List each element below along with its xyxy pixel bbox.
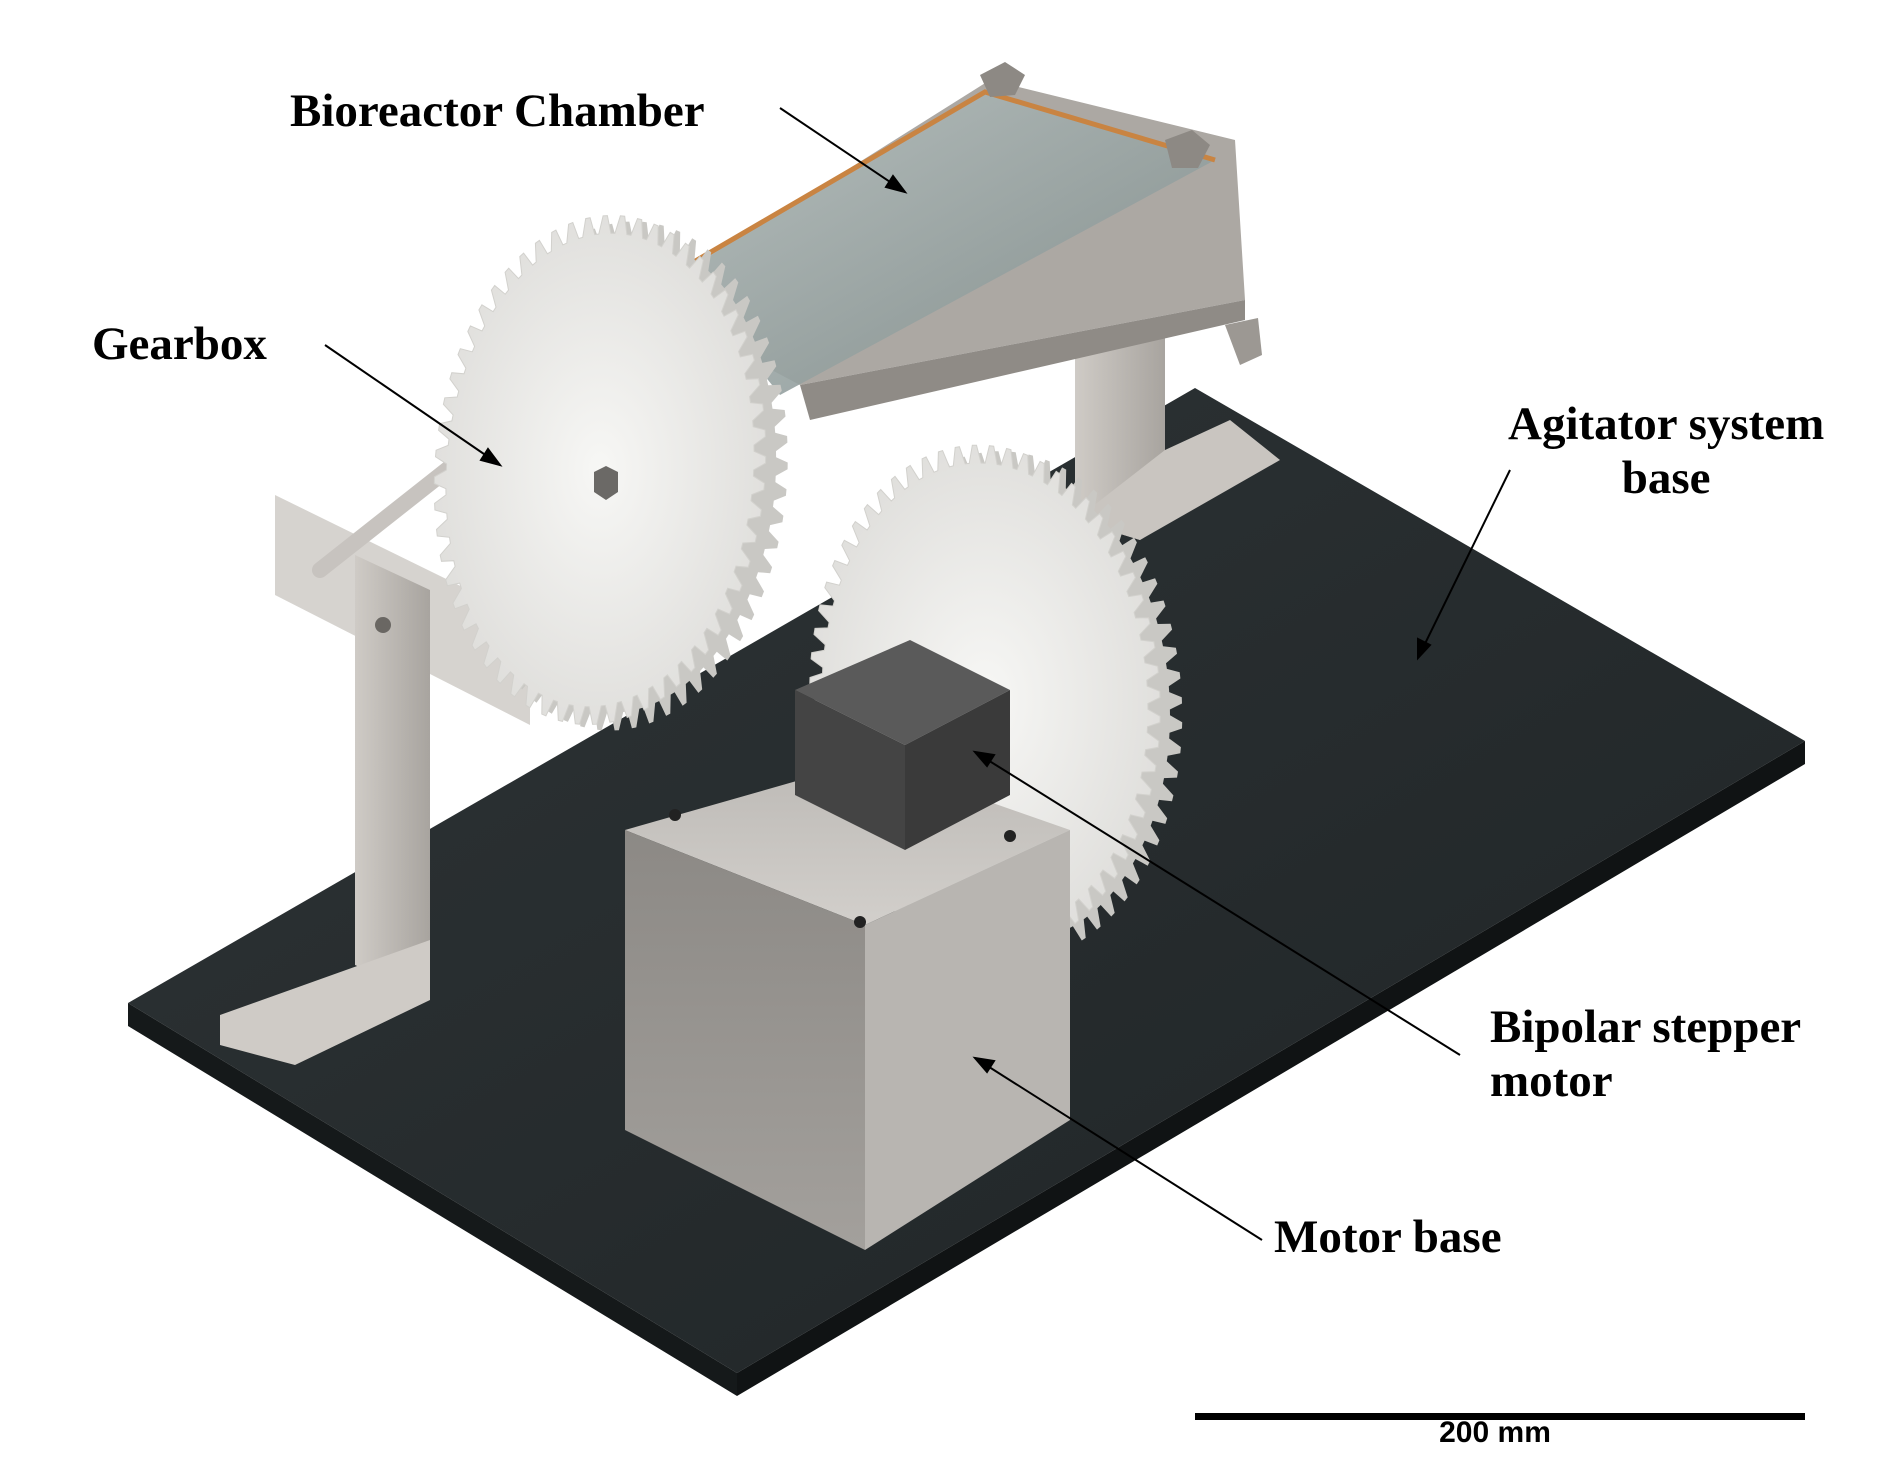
callout-arrows	[324, 107, 1511, 1241]
bipolar-stepper-motor	[795, 640, 1010, 850]
label-motor-base: Motor base	[1274, 1211, 1502, 1263]
scale-bar	[1195, 1413, 1805, 1420]
label-bioreactor-chamber: Bioreactor Chamber	[290, 85, 705, 137]
label-stepper-line2: motor	[1490, 1055, 1613, 1108]
label-agitator-line1: Agitator system	[1508, 398, 1825, 450]
label-bipolar-stepper-motor: Bipolar stepper motor	[1490, 1000, 1801, 1108]
scale-bar-label: 200 mm	[1439, 1416, 1551, 1449]
gear-hub-nut	[594, 466, 618, 500]
rear-chamber-bracket	[1075, 330, 1280, 540]
label-gearbox: Gearbox	[92, 318, 267, 370]
label-agitator-line2: base	[1621, 452, 1711, 505]
label-agitator-system-base: Agitator system base	[1508, 397, 1824, 505]
bioreactor-chamber	[640, 62, 1262, 420]
label-stepper-line1: Bipolar stepper	[1490, 1001, 1802, 1053]
